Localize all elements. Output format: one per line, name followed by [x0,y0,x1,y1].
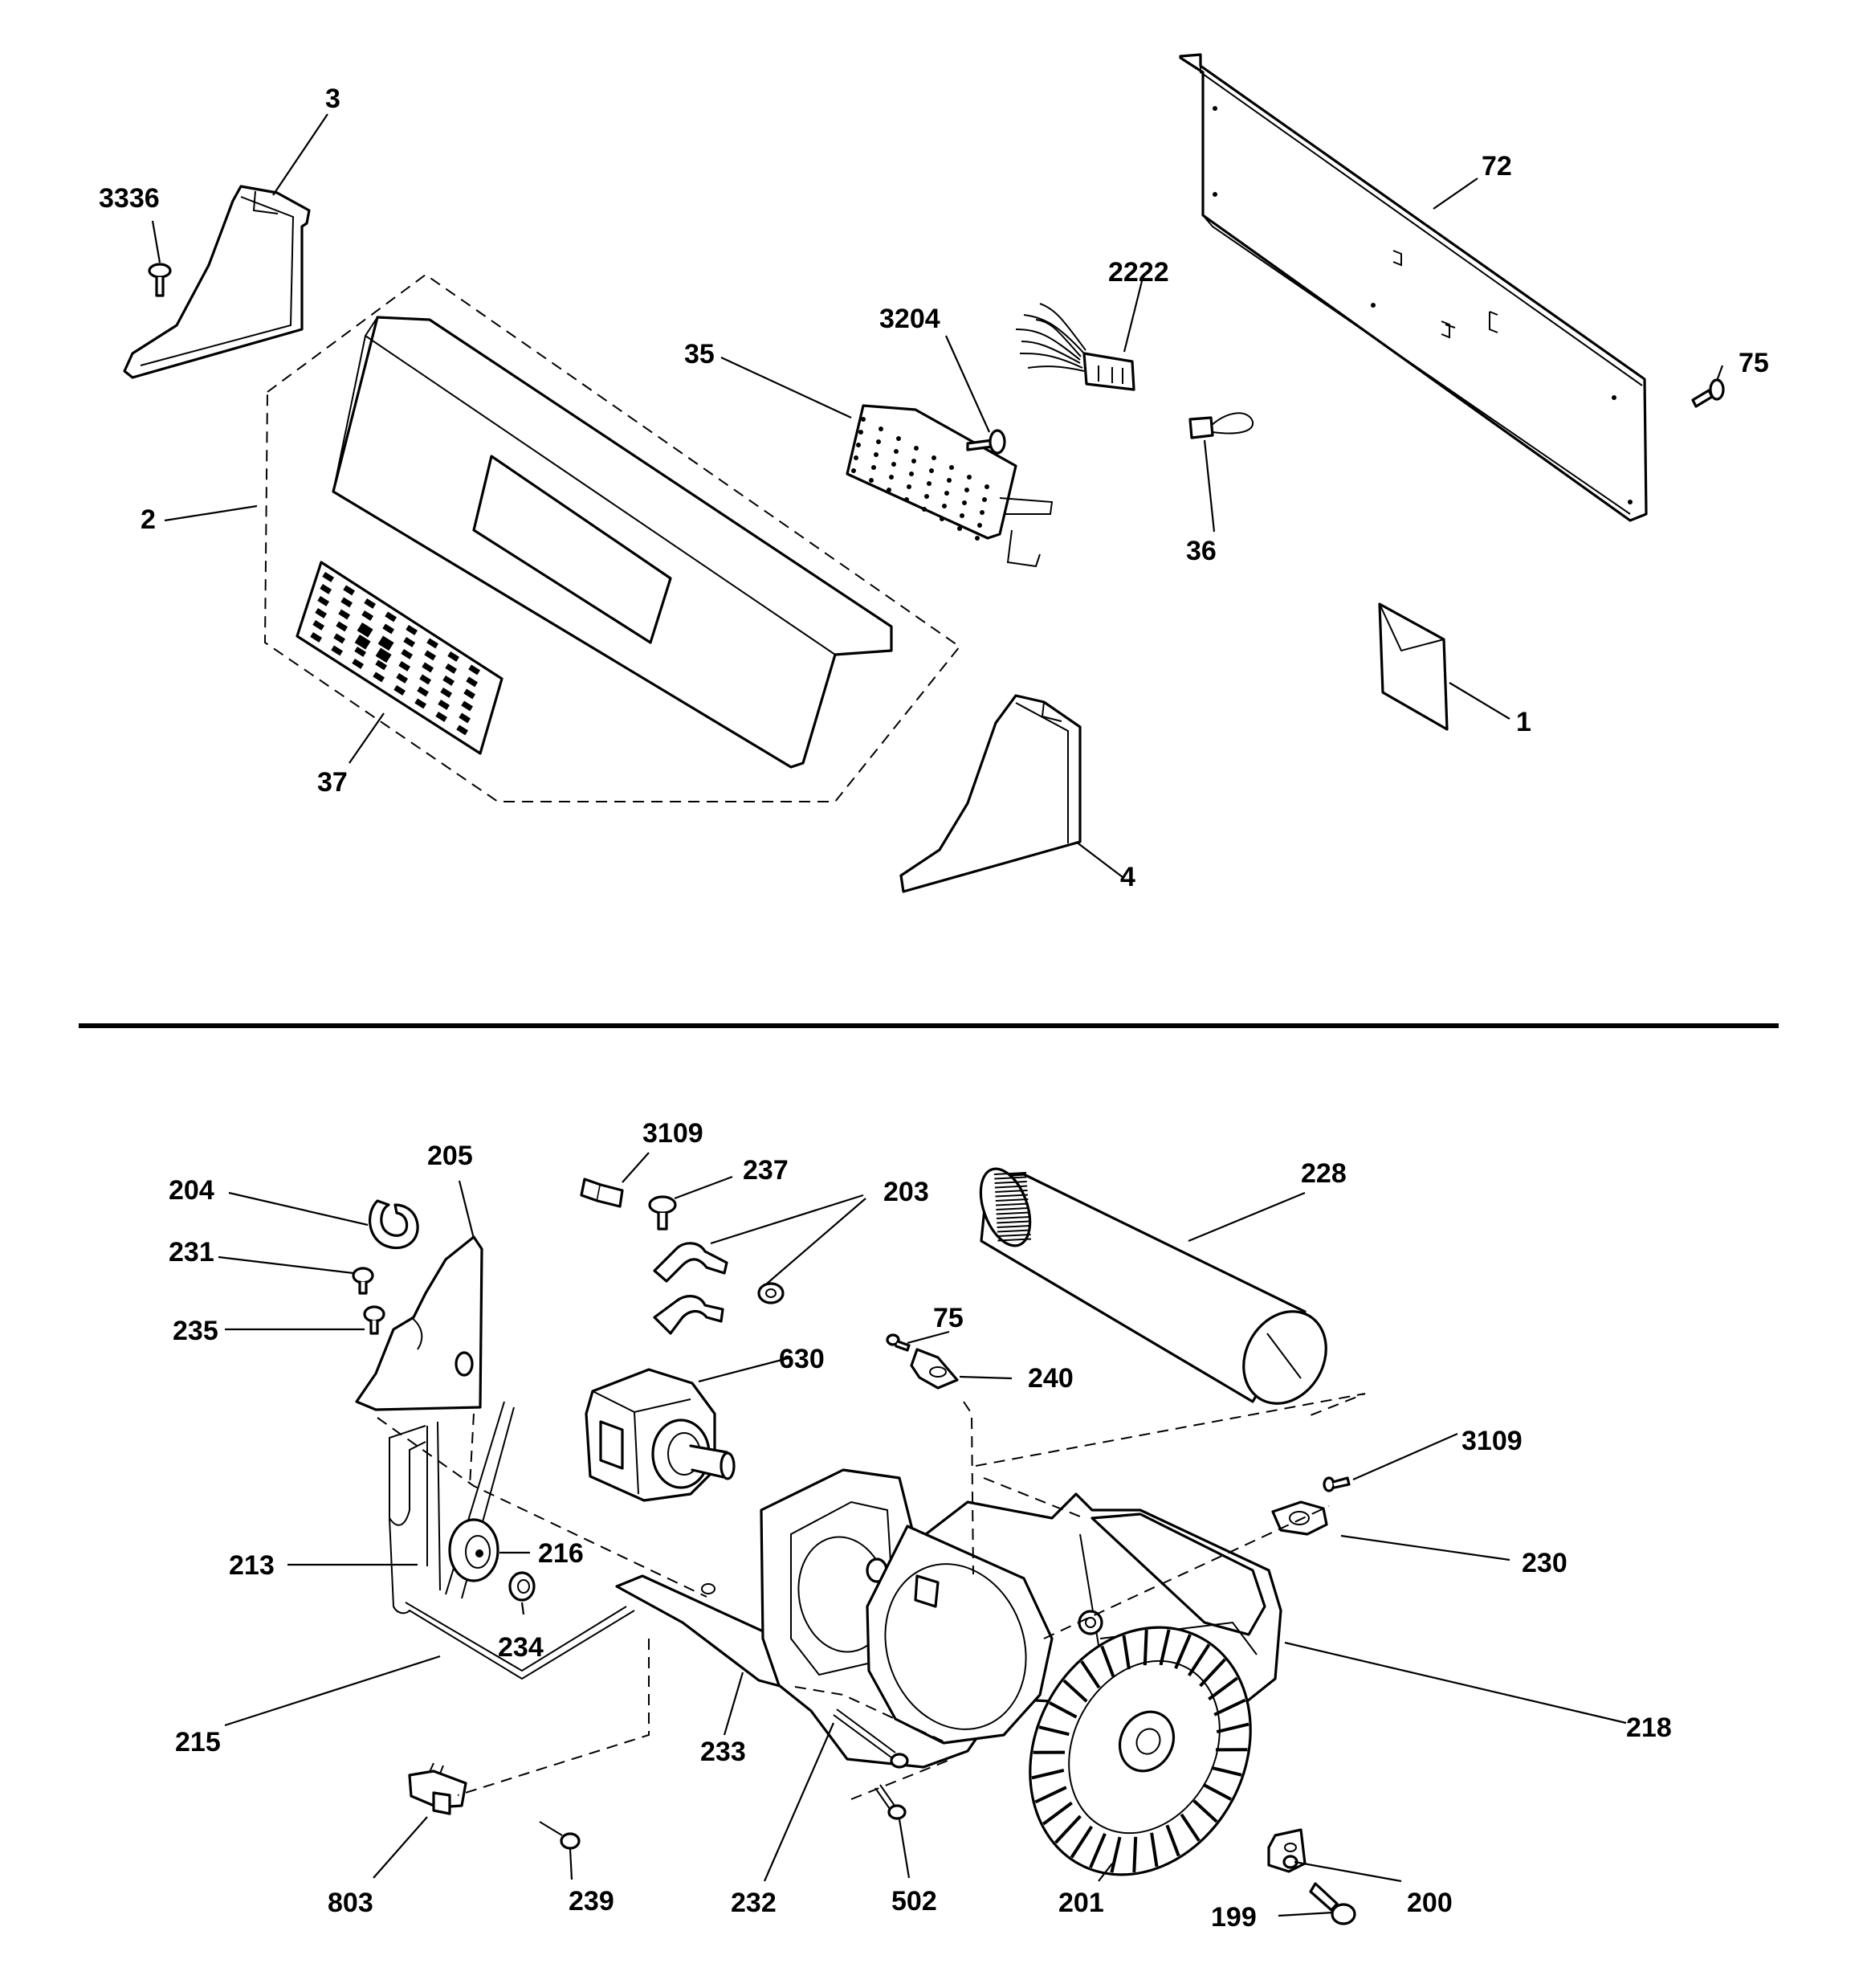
idler-arm-213 [389,1401,515,1599]
callout-35: 35 [684,339,715,369]
screw-75-top [1691,378,1725,408]
screw-75-bottom [886,1333,911,1352]
callout-218: 218 [1626,1712,1672,1743]
callout-239: 239 [569,1886,614,1917]
callout-235: 235 [173,1316,218,1346]
assembly-guide-lines [377,1393,1366,1800]
callout-205: 205 [427,1141,473,1171]
rear-panel [1179,53,1648,522]
leader-lines [151,113,1724,1917]
callout-3109-right: 3109 [1461,1426,1523,1456]
callout-75-top: 75 [1739,348,1769,378]
thermostat-230 [1271,1500,1328,1536]
exhaust-duct-tube [979,1167,1327,1405]
callout-803: 803 [328,1888,373,1918]
screw-3109-top [580,1178,624,1208]
callout-232: 232 [731,1888,777,1918]
callout-240: 240 [1028,1363,1074,1394]
callout-3336: 3336 [99,183,160,214]
callout-237: 237 [743,1155,789,1186]
callout-1: 1 [1516,707,1531,737]
callout-2: 2 [141,504,156,535]
callout-37: 37 [317,767,348,798]
screw-502 [874,1784,907,1820]
literature-envelope [1378,602,1449,731]
callout-36: 36 [1186,536,1217,566]
bolt-199 [1309,1882,1356,1925]
callout-201: 201 [1058,1888,1104,1918]
callout-215: 215 [175,1727,221,1757]
callout-234: 234 [498,1632,544,1663]
bracket-205 [355,1235,483,1411]
bushing-234 [508,1571,536,1602]
screw-235 [363,1305,385,1335]
connector-36 [1188,412,1254,439]
screw-237 [648,1195,677,1231]
screw-3204 [966,429,1006,455]
callout-228: 228 [1301,1158,1347,1189]
screw-3109-right [1323,1476,1351,1492]
keypad-overlay [296,561,503,755]
belt-215 [389,1517,635,1680]
callout-231: 231 [169,1237,214,1268]
control-panel-assembly-outline [263,273,961,802]
callout-3109-top: 3109 [642,1118,703,1149]
callout-502: 502 [891,1886,937,1917]
clip-204 [368,1199,419,1250]
switch-803 [408,1762,467,1815]
callout-72: 72 [1482,151,1512,182]
washer-203 [757,1282,785,1304]
control-panel-housing [332,316,893,769]
bearing-clamp-lower [653,1295,724,1335]
callout-75-bottom: 75 [933,1303,964,1333]
callout-213: 213 [229,1550,275,1581]
callout-4: 4 [1120,862,1135,892]
callout-2222: 2222 [1108,257,1169,288]
idler-pulley [448,1518,499,1582]
right-end-cap-bracket [899,694,1082,893]
bracket-200 [1267,1828,1307,1873]
bearing-clamp-upper [653,1242,728,1283]
callout-3: 3 [325,84,340,114]
callout-204: 204 [169,1175,214,1206]
callout-203: 203 [883,1177,929,1207]
callout-200: 200 [1407,1888,1453,1918]
callout-3204: 3204 [879,304,940,334]
callout-216: 216 [538,1538,584,1569]
control-board [846,404,1054,568]
drive-motor [585,1368,736,1502]
callout-233: 233 [700,1737,746,1767]
screw-239 [539,1821,581,1850]
callout-199: 199 [1211,1902,1257,1933]
screw-231 [352,1267,374,1295]
blower-wheel [1029,1626,1252,1876]
screw-3336 [148,263,172,297]
long-screw-232 [833,1708,909,1769]
wire-harness [1015,303,1135,391]
callout-230: 230 [1522,1548,1567,1578]
callout-630: 630 [779,1344,825,1374]
callout-labels: 3 3336 2 37 35 3204 2222 72 75 36 1 4 20… [99,84,1769,1933]
left-end-cap-bracket [123,185,311,379]
bracket-240 [910,1348,959,1390]
